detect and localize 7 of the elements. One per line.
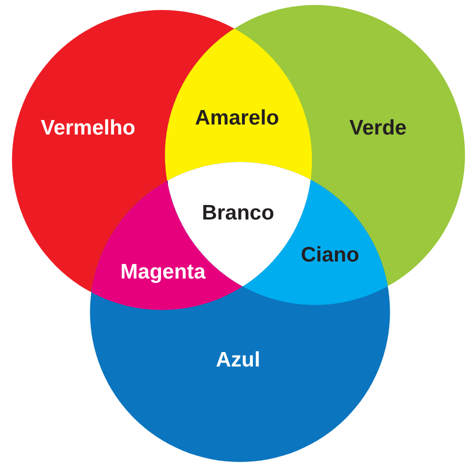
region-label: Verde (349, 118, 407, 138)
region-label: Vermelho (40, 118, 136, 138)
region-label: Ciano (300, 244, 360, 266)
region-label: Azul (216, 350, 260, 370)
region-label: Magenta (120, 262, 206, 282)
region-label: Amarelo (194, 108, 280, 128)
region-label: Branco (202, 202, 274, 224)
